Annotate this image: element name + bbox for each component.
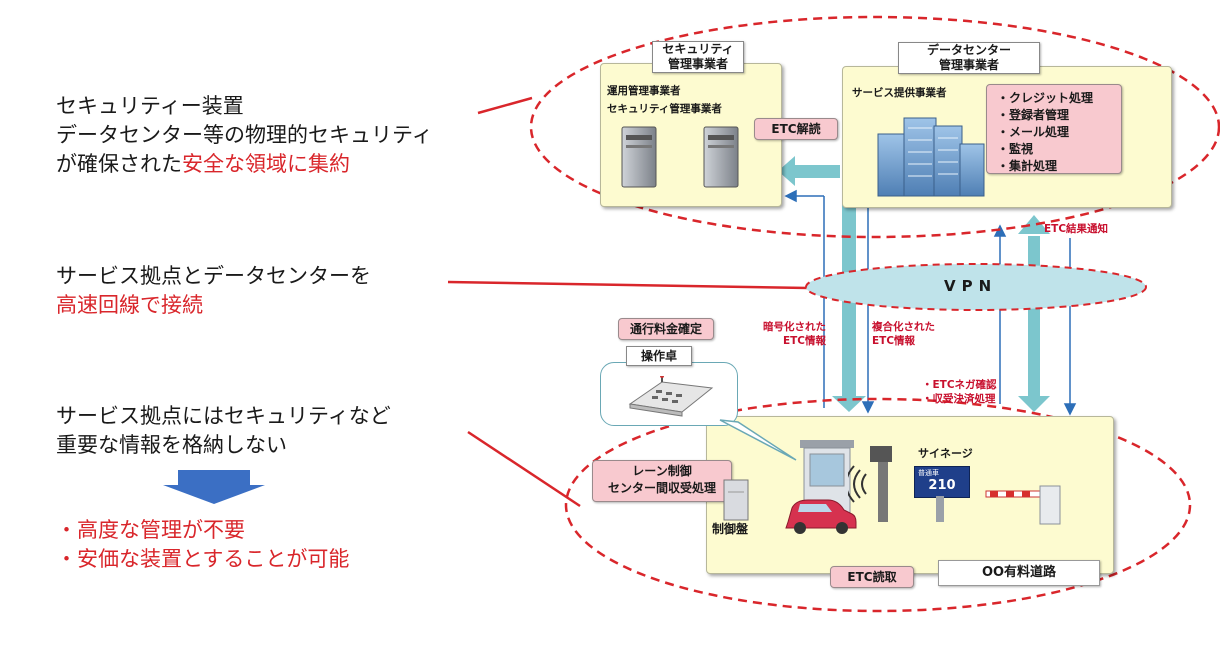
security-line-3-red: 安全な領域に集約 [182,152,350,176]
connection-line-2: 高速回線で接続 [56,293,203,317]
datacenter-label: サービス提供事業者 [852,87,947,99]
connector-line-bottom [467,430,581,508]
signage-small-text: 普通車 [918,469,939,477]
server-icon [703,126,739,188]
top-region-ellipse [529,15,1220,239]
security-label-manager: セキュリティ管理事業者 [607,103,722,115]
service-line-2: 重要な情報を格納しない [56,433,287,457]
console-header: 操作卓 [626,346,692,366]
road-name-label: OO有料道路 [938,560,1100,586]
services-list: ・クレジット処理 ・登録者管理 ・メール処理 ・監視 ・集計処理 [986,84,1122,174]
signage-display: 普通車 210 [914,466,970,498]
service-item: ・クレジット処理 [997,91,1094,105]
service-item: ・メール処理 [997,125,1070,139]
thick-arrow-up-head-icon [1018,215,1050,234]
security-line-3: が確保された安全な領域に集約 [56,150,433,179]
text-block-service-point: サービス拠点にはセキュリティなど 重要な情報を格納しない [56,402,391,460]
service-item: ・登録者管理 [997,108,1070,122]
building-icon [877,117,985,197]
service-item: ・監視 [997,142,1034,156]
control-panel-icon [723,479,749,521]
security-line-2: データセンター等の物理的セキュリティ [56,123,433,147]
service-item: ・集計処理 [997,159,1058,173]
control-panel-label: 制御盤 [712,522,749,536]
control-console-icon [628,376,714,417]
text-block-benefits: ・高度な管理が不要 ・安価な装置とすることが可能 [56,516,349,574]
lane-control-badge: レーン制御 センター間収受処理 [592,460,732,502]
security-label-operations: 運用管理事業者 [607,85,681,97]
decrypted-etc-label: 複合化された ETC情報 [872,321,935,347]
etc-decode-badge: ETC解読 [754,118,838,140]
connector-line-vpn [447,280,809,290]
security-line-1: セキュリティー装置 [56,94,244,118]
service-line-1: サービス拠点にはセキュリティなど [56,404,391,428]
thick-arrow-left-icon [778,156,840,186]
security-line-3-normal: が確保された [56,152,182,176]
barrier-gate-icon [985,485,1061,525]
car-icon [785,499,857,534]
datacenter-header: データセンター 管理事業者 [898,42,1040,74]
security-header: セキュリティ 管理事業者 [652,41,744,73]
down-arrow-icon [163,470,265,504]
text-block-connection: サービス拠点とデータセンターを 高速回線で接続 [56,262,371,320]
vpn-label: VPN [944,277,998,295]
etc-antenna-icon [848,446,892,522]
signage-pole [936,496,944,522]
signage-value: 210 [928,478,956,493]
nega-check-label: ・ETCネガ確認 ・収受決済処理 [922,379,997,405]
etc-read-badge: ETC読取 [830,566,914,588]
fee-confirm-badge: 通行料金確定 [618,318,714,340]
thick-arrow-vertical-icon [1018,236,1050,412]
vpn-ellipse [805,263,1147,311]
signage-label: サイネージ [918,447,973,460]
bottom-region-ellipse [564,397,1192,613]
benefit-1: ・高度な管理が不要 [56,518,245,542]
text-block-security: セキュリティー装置 データセンター等の物理的セキュリティ が確保された安全な領域… [56,92,433,179]
console-callout-pointer [719,419,797,461]
connector-line-top [477,96,533,115]
server-icon [621,126,657,188]
connection-line-1: サービス拠点とデータセンターを [56,264,371,288]
encrypted-etc-label: 暗号化された ETC情報 [763,321,826,347]
benefit-2: ・安価な装置とすることが可能 [56,547,350,571]
etc-result-label: ETC結果通知 [1044,223,1109,235]
